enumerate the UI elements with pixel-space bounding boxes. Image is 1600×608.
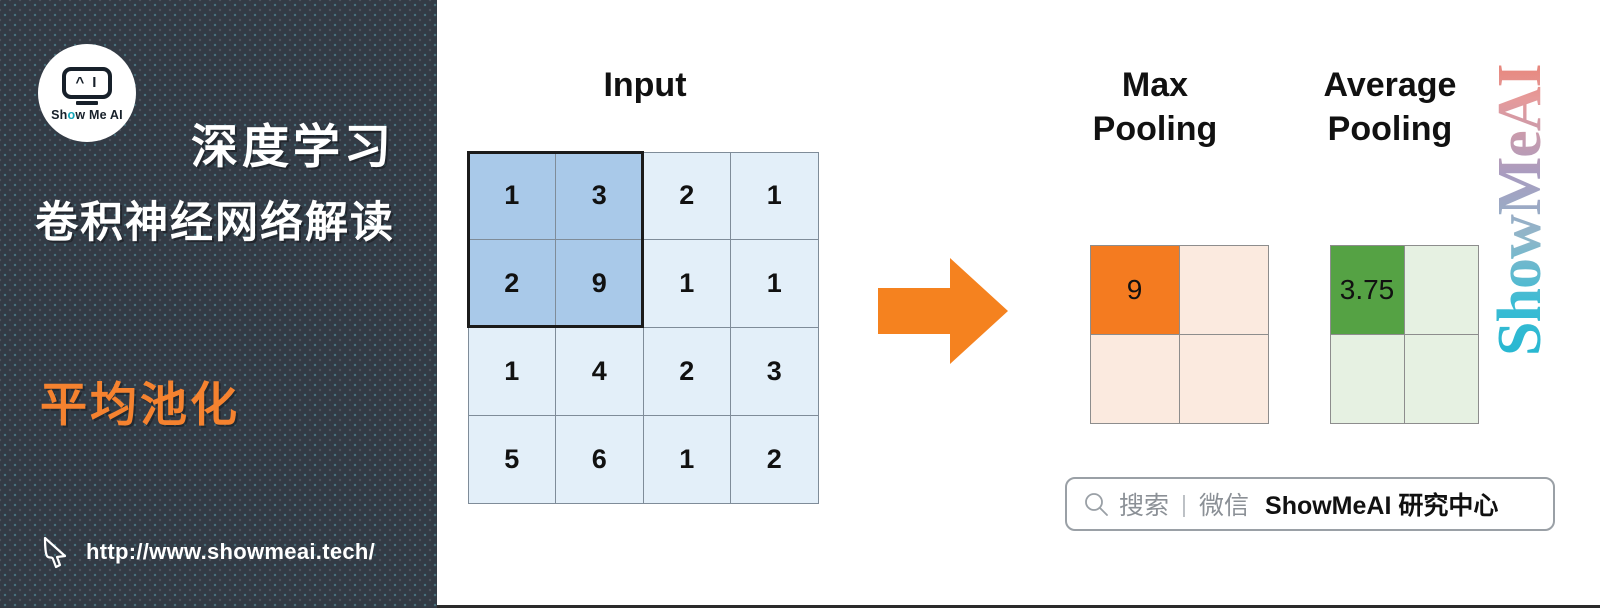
avg-grid-cell-r0-c1 bbox=[1403, 244, 1479, 335]
wechat-search-bar[interactable]: 搜索 | 微信 ShowMeAI 研究中心 bbox=[1065, 477, 1555, 531]
sidebar-subtitle: 平均池化 bbox=[40, 378, 240, 431]
mouse-pointer-icon bbox=[43, 536, 67, 569]
logo-glyph-i: I bbox=[92, 74, 99, 91]
average-pooling-matrix: 3.75 bbox=[1329, 244, 1479, 424]
right-arrow-icon bbox=[878, 258, 1008, 364]
input-cell-r0-c0: 1 bbox=[467, 151, 556, 241]
input-cell-r2-c0: 1 bbox=[467, 327, 556, 416]
input-cell-r2-c2: 2 bbox=[642, 327, 731, 416]
heading-input: Input bbox=[603, 66, 687, 104]
heading-max-pooling-line1: Max bbox=[1121, 66, 1189, 104]
max-pooling-matrix: 9 bbox=[1089, 244, 1269, 424]
input-cell-r3-c3: 2 bbox=[730, 414, 819, 504]
input-cell-r2-c3: 3 bbox=[730, 327, 819, 416]
input-cell-r3-c0: 5 bbox=[467, 414, 556, 504]
sidebar-title-line2: 卷积神经网络解读 bbox=[35, 199, 395, 247]
search-account-name: ShowMeAI 研究中心 bbox=[1265, 492, 1499, 520]
heading-max-pooling-line2: Pooling bbox=[1092, 109, 1218, 148]
robot-neck-shape bbox=[76, 100, 98, 105]
avg-grid-cell-r0-c0: 3.75 bbox=[1329, 244, 1405, 335]
input-cell-r1-c0: 2 bbox=[467, 239, 556, 328]
input-cell-r0-c3: 1 bbox=[730, 151, 819, 241]
heading-average-pooling: Average Pooling bbox=[1285, 64, 1495, 151]
robot-head-icon: ^ I bbox=[62, 66, 112, 99]
logo-brand-o: o bbox=[67, 107, 76, 122]
search-separator: | bbox=[1181, 490, 1187, 517]
heading-max-pooling: Max Pooling bbox=[1060, 64, 1250, 151]
input-cell-r3-c1: 6 bbox=[555, 414, 644, 504]
avg-grid-cell-r1-c0 bbox=[1329, 333, 1405, 424]
heading-average-pooling-line1: Average bbox=[1323, 66, 1457, 104]
search-channel: 微信 bbox=[1199, 492, 1250, 520]
input-cell-r0-c1: 3 bbox=[555, 151, 644, 241]
showmeai-vertical-wordmark: ShowMeAI bbox=[1486, 26, 1559, 356]
input-cell-r3-c2: 1 bbox=[642, 414, 731, 504]
max-grid-cell-r1-c0 bbox=[1089, 333, 1180, 424]
magnifier-icon bbox=[1085, 493, 1108, 516]
input-cell-r0-c2: 2 bbox=[642, 151, 731, 241]
logo-glyph-caret: ^ bbox=[75, 74, 87, 91]
max-grid-cell-r0-c1 bbox=[1178, 244, 1269, 335]
max-grid-cell-r1-c1 bbox=[1178, 333, 1269, 424]
sidebar-url-row: http://www.showmeai.tech/ bbox=[40, 535, 375, 569]
input-cell-r1-c2: 1 bbox=[642, 239, 731, 328]
showmeai-logo: ^ I Show Me AI bbox=[38, 44, 136, 142]
input-cell-r1-c3: 1 bbox=[730, 239, 819, 328]
sidebar-title-line1: 深度学习 bbox=[191, 120, 395, 173]
logo-brand-text: Show Me AI bbox=[51, 108, 123, 122]
heading-average-pooling-line2: Pooling bbox=[1327, 109, 1453, 148]
input-cell-r2-c1: 4 bbox=[555, 327, 644, 416]
logo-brand-post: w Me AI bbox=[75, 107, 123, 122]
max-grid-cell-r0-c0: 9 bbox=[1089, 244, 1180, 335]
input-cell-r1-c1: 9 bbox=[555, 239, 644, 328]
sidebar-panel: ^ I Show Me AI 深度学习 卷积神经网络解读 平均池化 http:/… bbox=[0, 0, 437, 608]
search-placeholder: 搜索 bbox=[1119, 492, 1170, 520]
avg-grid-cell-r1-c1 bbox=[1403, 333, 1479, 424]
sidebar-url-text: http://www.showmeai.tech/ bbox=[86, 539, 376, 564]
logo-brand-pre: Sh bbox=[51, 107, 68, 122]
